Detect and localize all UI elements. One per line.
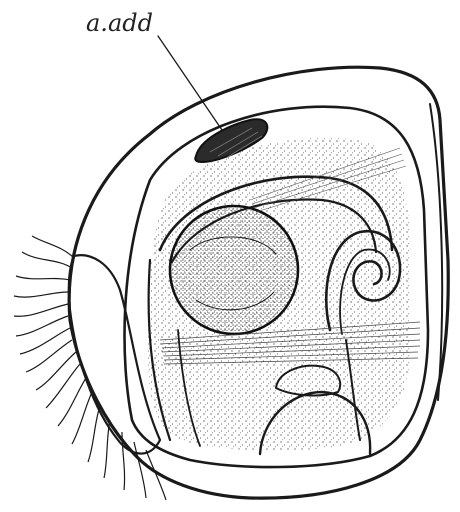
- leader-line: [158, 36, 222, 130]
- label-a-add: a.add: [86, 9, 153, 37]
- cilia-fringe: [14, 236, 166, 500]
- stomach-sphere: [170, 206, 298, 334]
- velum-edge: [69, 255, 160, 453]
